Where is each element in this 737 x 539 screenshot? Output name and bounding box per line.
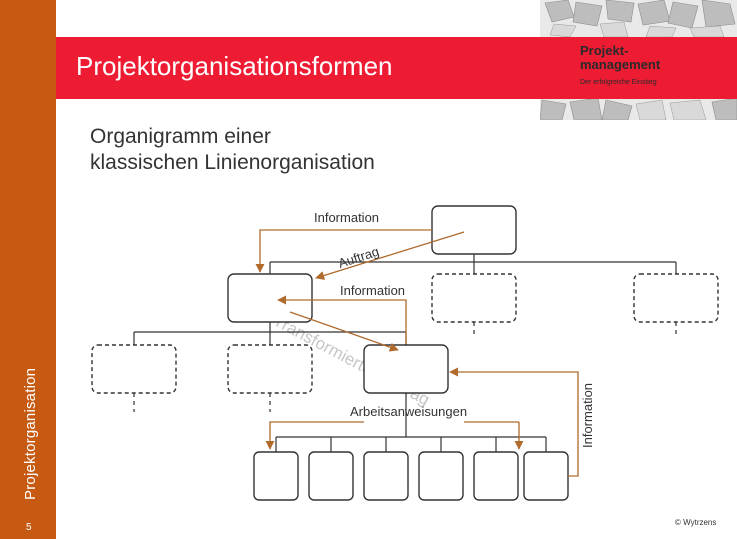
org-box-level3-left-dashed [91,344,177,394]
auftrag-arrow [315,231,465,280]
information-label-top: Information [314,210,379,225]
org-box-worker-2 [308,451,354,501]
transformierter-auftrag-arrow [289,311,399,352]
slide-subtitle: Organigramm einer klassischen Linienorga… [90,124,375,176]
information-label-mid: Information [340,283,405,298]
page-number: 5 [26,522,32,533]
page-title: Projektorganisationsformen [76,51,393,81]
brand-tagline: Der erfolgreiche Einstieg [580,79,657,86]
org-box-worker-5 [473,451,519,501]
auftrag-label: Auftrag [336,244,381,271]
arbeitsanweisungen-label: Arbeitsanweisungen [350,404,467,419]
org-box-level2-mid-dashed [431,273,517,323]
org-box-worker-4 [418,451,464,501]
org-box-worker-1 [253,451,299,501]
org-box-level3-mid-dashed [227,344,313,394]
arbeitsanweisungen-arrows [265,421,364,450]
information-arrow-top [255,229,432,273]
org-box-level3-right [363,344,449,394]
org-box-worker-6 [523,451,569,501]
org-box-top [431,205,517,255]
subtitle-line-2: klassischen Linienorganisation [90,151,375,174]
copyright: © Wytrzens [675,518,717,527]
information-arrow-vertical [449,367,579,477]
information-label-vertical: Information [580,383,595,448]
org-box-level2-left [227,273,313,323]
org-box-worker-3 [363,451,409,501]
information-arrow-mid [277,295,407,344]
org-box-level2-right-dashed [633,273,719,323]
brand-logo [566,37,712,99]
subtitle-line-1: Organigramm einer [90,125,271,148]
brand-title: Projekt- management [580,43,661,72]
sidebar-bar [0,0,56,539]
